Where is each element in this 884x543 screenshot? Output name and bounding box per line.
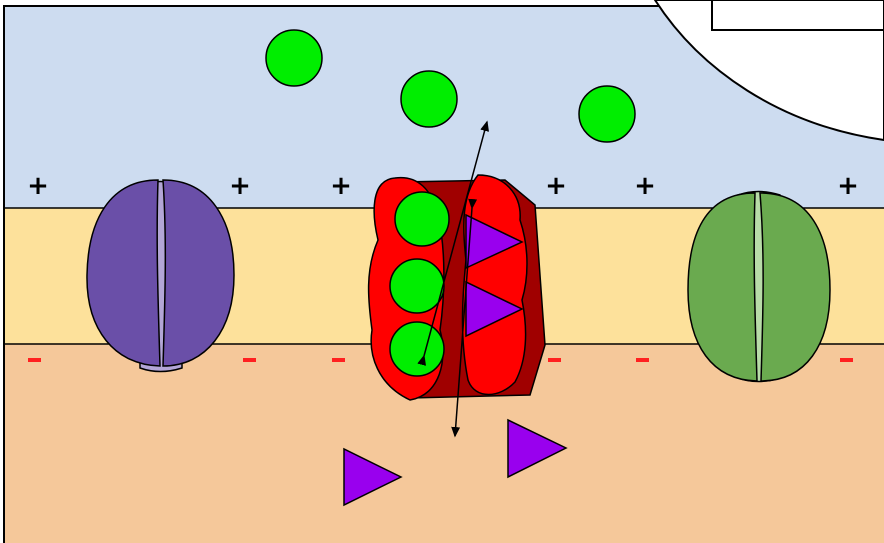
minus-sign — [548, 358, 561, 362]
green-circle-molecule — [266, 30, 322, 86]
label-box — [712, 0, 884, 30]
transporter-circles — [390, 192, 449, 376]
plus-sign: + — [27, 171, 49, 201]
minus-sign — [636, 358, 649, 362]
bound-green-circle — [390, 259, 444, 313]
bound-green-circle — [395, 192, 449, 246]
minus-sign — [332, 358, 345, 362]
green-channel — [688, 192, 830, 382]
bound-green-circle — [390, 322, 444, 376]
minus-sign — [243, 358, 256, 362]
plus-sign: + — [634, 171, 656, 201]
minus-sign — [28, 358, 41, 362]
plus-sign: + — [545, 171, 567, 201]
plus-sign: + — [330, 171, 352, 201]
plus-sign: + — [229, 171, 251, 201]
plus-sign: + — [837, 171, 859, 201]
green-circle-molecule — [579, 86, 635, 142]
minus-sign — [840, 358, 853, 362]
purple-channel — [87, 180, 234, 372]
green-circle-molecule — [401, 71, 457, 127]
